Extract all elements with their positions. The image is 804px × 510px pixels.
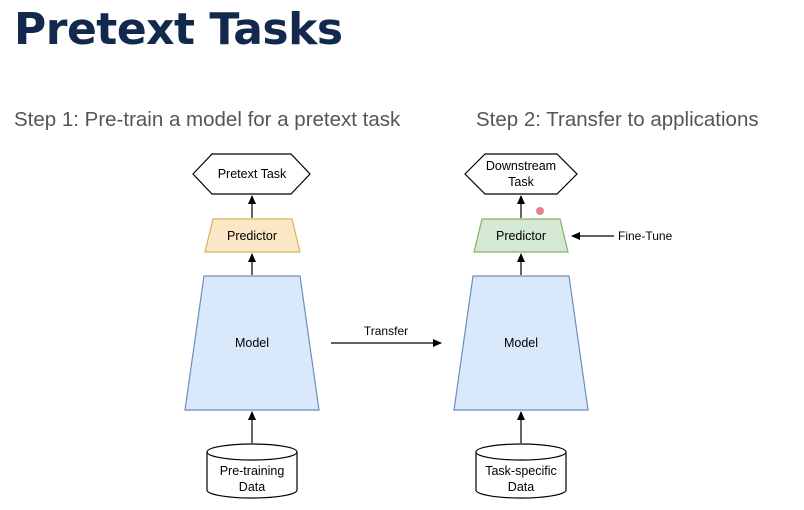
pretraining-data-cylinder [206, 443, 298, 499]
step1-model [184, 275, 320, 411]
task-specific-data-label-line2: Data [508, 480, 534, 494]
pretext-task-label: Pretext Task [218, 167, 287, 181]
step2-predictor-label: Predictor [496, 229, 546, 243]
step2-heading: Step 2: Transfer to applications [476, 108, 759, 131]
pretraining-data-label-line1: Pre-training [220, 464, 285, 478]
cursor-highlight-dot [536, 207, 544, 215]
step2-model-label: Model [504, 336, 538, 350]
task-specific-data-cylinder [475, 443, 567, 499]
pretraining-data-label-line2: Data [239, 480, 265, 494]
slide-title: Pretext Tasks [14, 4, 343, 55]
pretext-task-hexagon [192, 153, 311, 195]
step1-predictor [204, 218, 301, 253]
step1-predictor-label: Predictor [227, 229, 277, 243]
finetune-label: Fine-Tune [618, 229, 673, 243]
transfer-label: Transfer [364, 324, 408, 338]
downstream-task-label-line1: Downstream [486, 159, 556, 173]
step1-heading: Step 1: Pre-train a model for a pretext … [14, 108, 401, 131]
step2-model [453, 275, 589, 411]
downstream-task-label-line2: Task [508, 175, 534, 189]
task-specific-data-label-line1: Task-specific [485, 464, 557, 478]
step2-predictor [473, 218, 569, 253]
downstream-task-hexagon [464, 153, 578, 195]
step1-model-label: Model [235, 336, 269, 350]
